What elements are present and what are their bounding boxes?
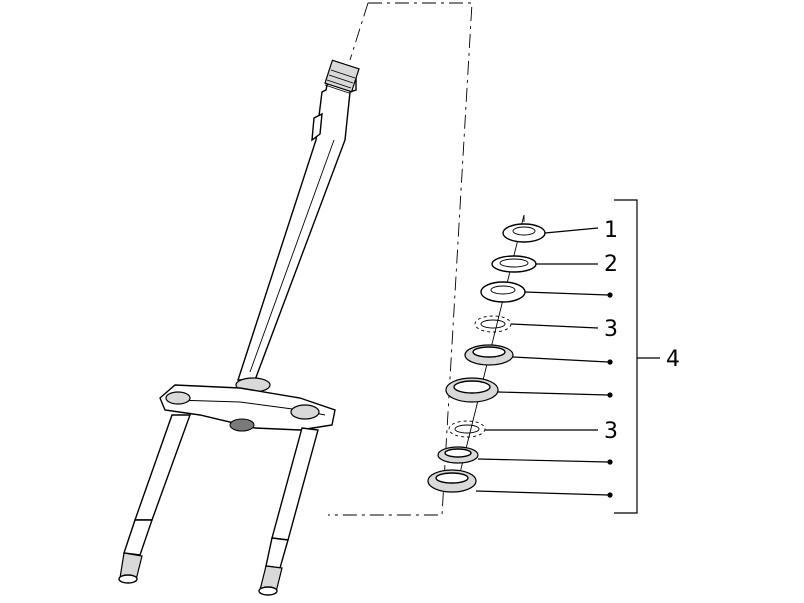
leader-lines [475,227,609,496]
steering-column [235,59,360,393]
callout-1-label: 1 [604,218,618,243]
kit-bracket [614,199,660,514]
exploded-view-envelope [328,2,473,516]
lower-headset-cup [427,469,477,493]
lock-washer [491,255,537,273]
upper-ball-retainer [474,315,512,333]
kit-dot [607,392,613,398]
kit-dot [607,359,613,365]
upper-bearing-race [464,344,514,366]
adjusting-nut [480,281,526,303]
callout-4-label: 4 [666,347,680,372]
upper-headset-cup [445,377,499,403]
lower-bearing-race [437,446,479,464]
fork-leg-right [258,427,319,596]
kit-dot [607,292,613,298]
kit-dot [607,459,613,465]
kit-member-dots [607,292,613,498]
kit-dot [607,492,613,498]
callout-3-label: 3 [604,317,618,342]
top-locknut [502,215,546,243]
bearing-stack [427,214,546,493]
fork-crown [159,384,336,432]
lower-ball-retainer [448,420,486,438]
fork-leg-left [118,414,191,584]
callout-2-label: 2 [604,252,618,277]
callout-3b-label: 3 [604,419,618,444]
